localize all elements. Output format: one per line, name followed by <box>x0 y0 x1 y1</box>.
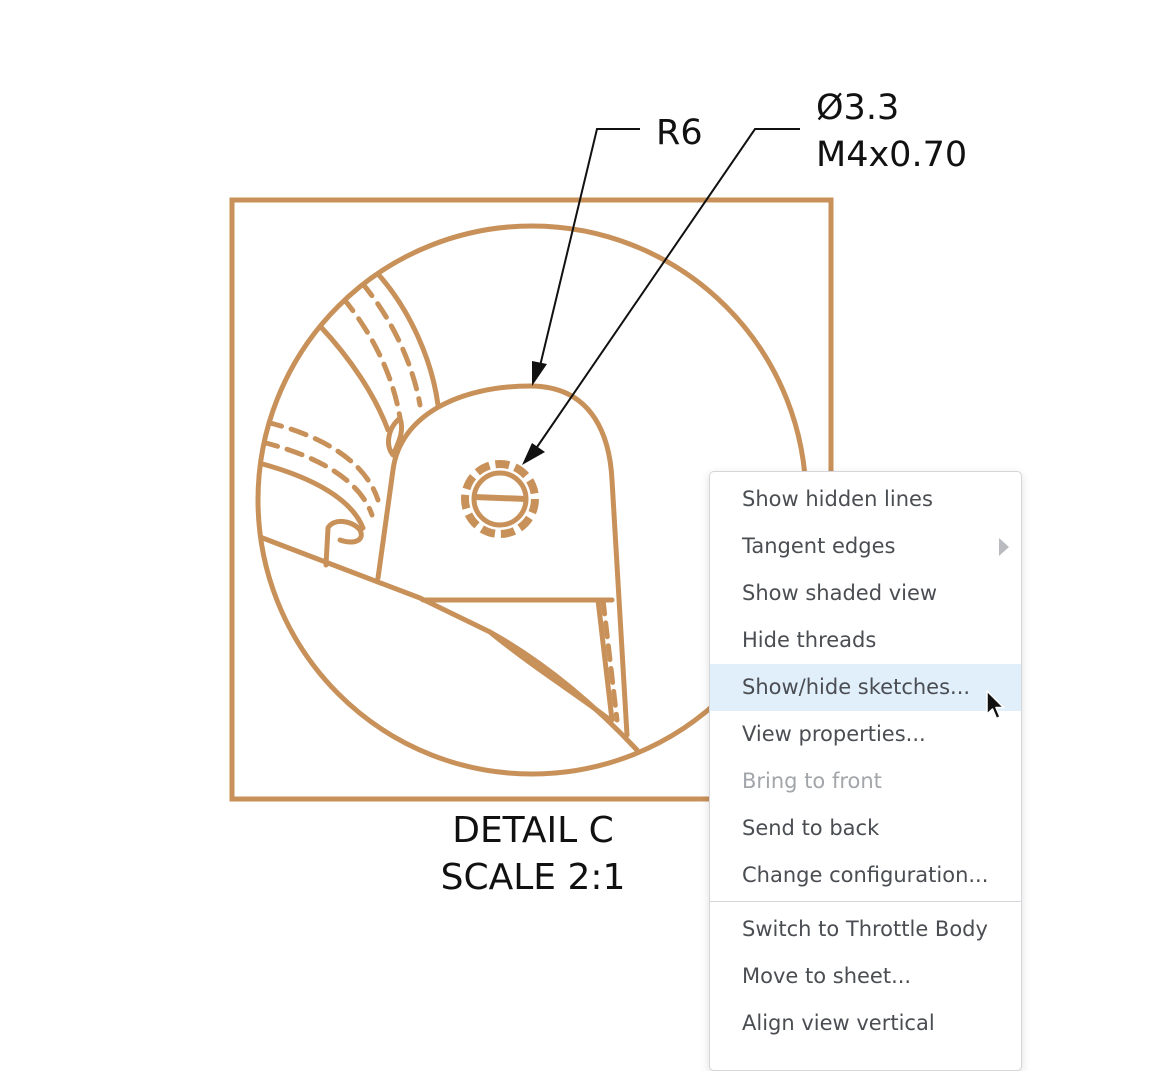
menu-divider <box>710 901 1021 902</box>
menu-item-label: View properties... <box>742 722 926 746</box>
detail-scale: SCALE 2:1 <box>441 857 626 898</box>
menu-item-label: Align view vertical <box>742 1011 935 1035</box>
menu-item-show-hide-sketches[interactable]: Show/hide sketches... <box>710 664 1021 711</box>
context-menu: Show hidden lines Tangent edges Show sha… <box>709 471 1022 1071</box>
menu-item-hide-threads[interactable]: Hide threads <box>710 617 1021 664</box>
mouse-cursor-icon <box>986 690 1005 720</box>
menu-item-view-properties[interactable]: View properties... <box>710 711 1021 758</box>
menu-item-label: Switch to Throttle Body <box>742 917 988 941</box>
menu-item-send-to-back[interactable]: Send to back <box>710 805 1021 852</box>
menu-item-show-shaded-view[interactable]: Show shaded view <box>710 570 1021 617</box>
menu-item-switch-to-throttle-body[interactable]: Switch to Throttle Body <box>710 906 1021 953</box>
detail-label: DETAIL C <box>452 810 614 851</box>
submenu-arrow-icon <box>999 538 1009 556</box>
leader-hole-arrowhead <box>522 443 545 465</box>
menu-item-label: Show shaded view <box>742 581 938 605</box>
menu-item-align-view-vertical[interactable]: Align view vertical <box>710 1000 1021 1047</box>
callout-thread-text[interactable]: M4x0.70 <box>816 135 967 175</box>
menu-item-move-to-sheet[interactable]: Move to sheet... <box>710 953 1021 1000</box>
menu-item-label: Show hidden lines <box>742 487 933 511</box>
menu-item-tangent-edges[interactable]: Tangent edges <box>710 523 1021 570</box>
threaded-hole <box>461 460 539 538</box>
menu-item-label: Show/hide sketches... <box>742 675 971 699</box>
menu-item-show-hidden-lines[interactable]: Show hidden lines <box>710 476 1021 523</box>
menu-item-label: Hide threads <box>742 628 877 652</box>
leader-hole[interactable] <box>534 128 800 451</box>
menu-item-bring-to-front: Bring to front <box>710 758 1021 805</box>
menu-item-label: Tangent edges <box>742 534 896 558</box>
menu-item-label: Bring to front <box>742 769 882 793</box>
menu-item-label: Change configuration... <box>742 863 989 887</box>
leader-r6[interactable] <box>539 128 640 367</box>
callout-diameter-text[interactable]: Ø3.3 <box>816 88 899 128</box>
part-geometry <box>258 271 640 753</box>
menu-item-label: Move to sheet... <box>742 964 912 988</box>
callout-radius-text[interactable]: R6 <box>656 113 703 153</box>
menu-item-label: Send to back <box>742 816 880 840</box>
menu-item-change-configuration[interactable]: Change configuration... <box>710 852 1021 899</box>
leader-r6-arrowhead <box>532 361 547 386</box>
